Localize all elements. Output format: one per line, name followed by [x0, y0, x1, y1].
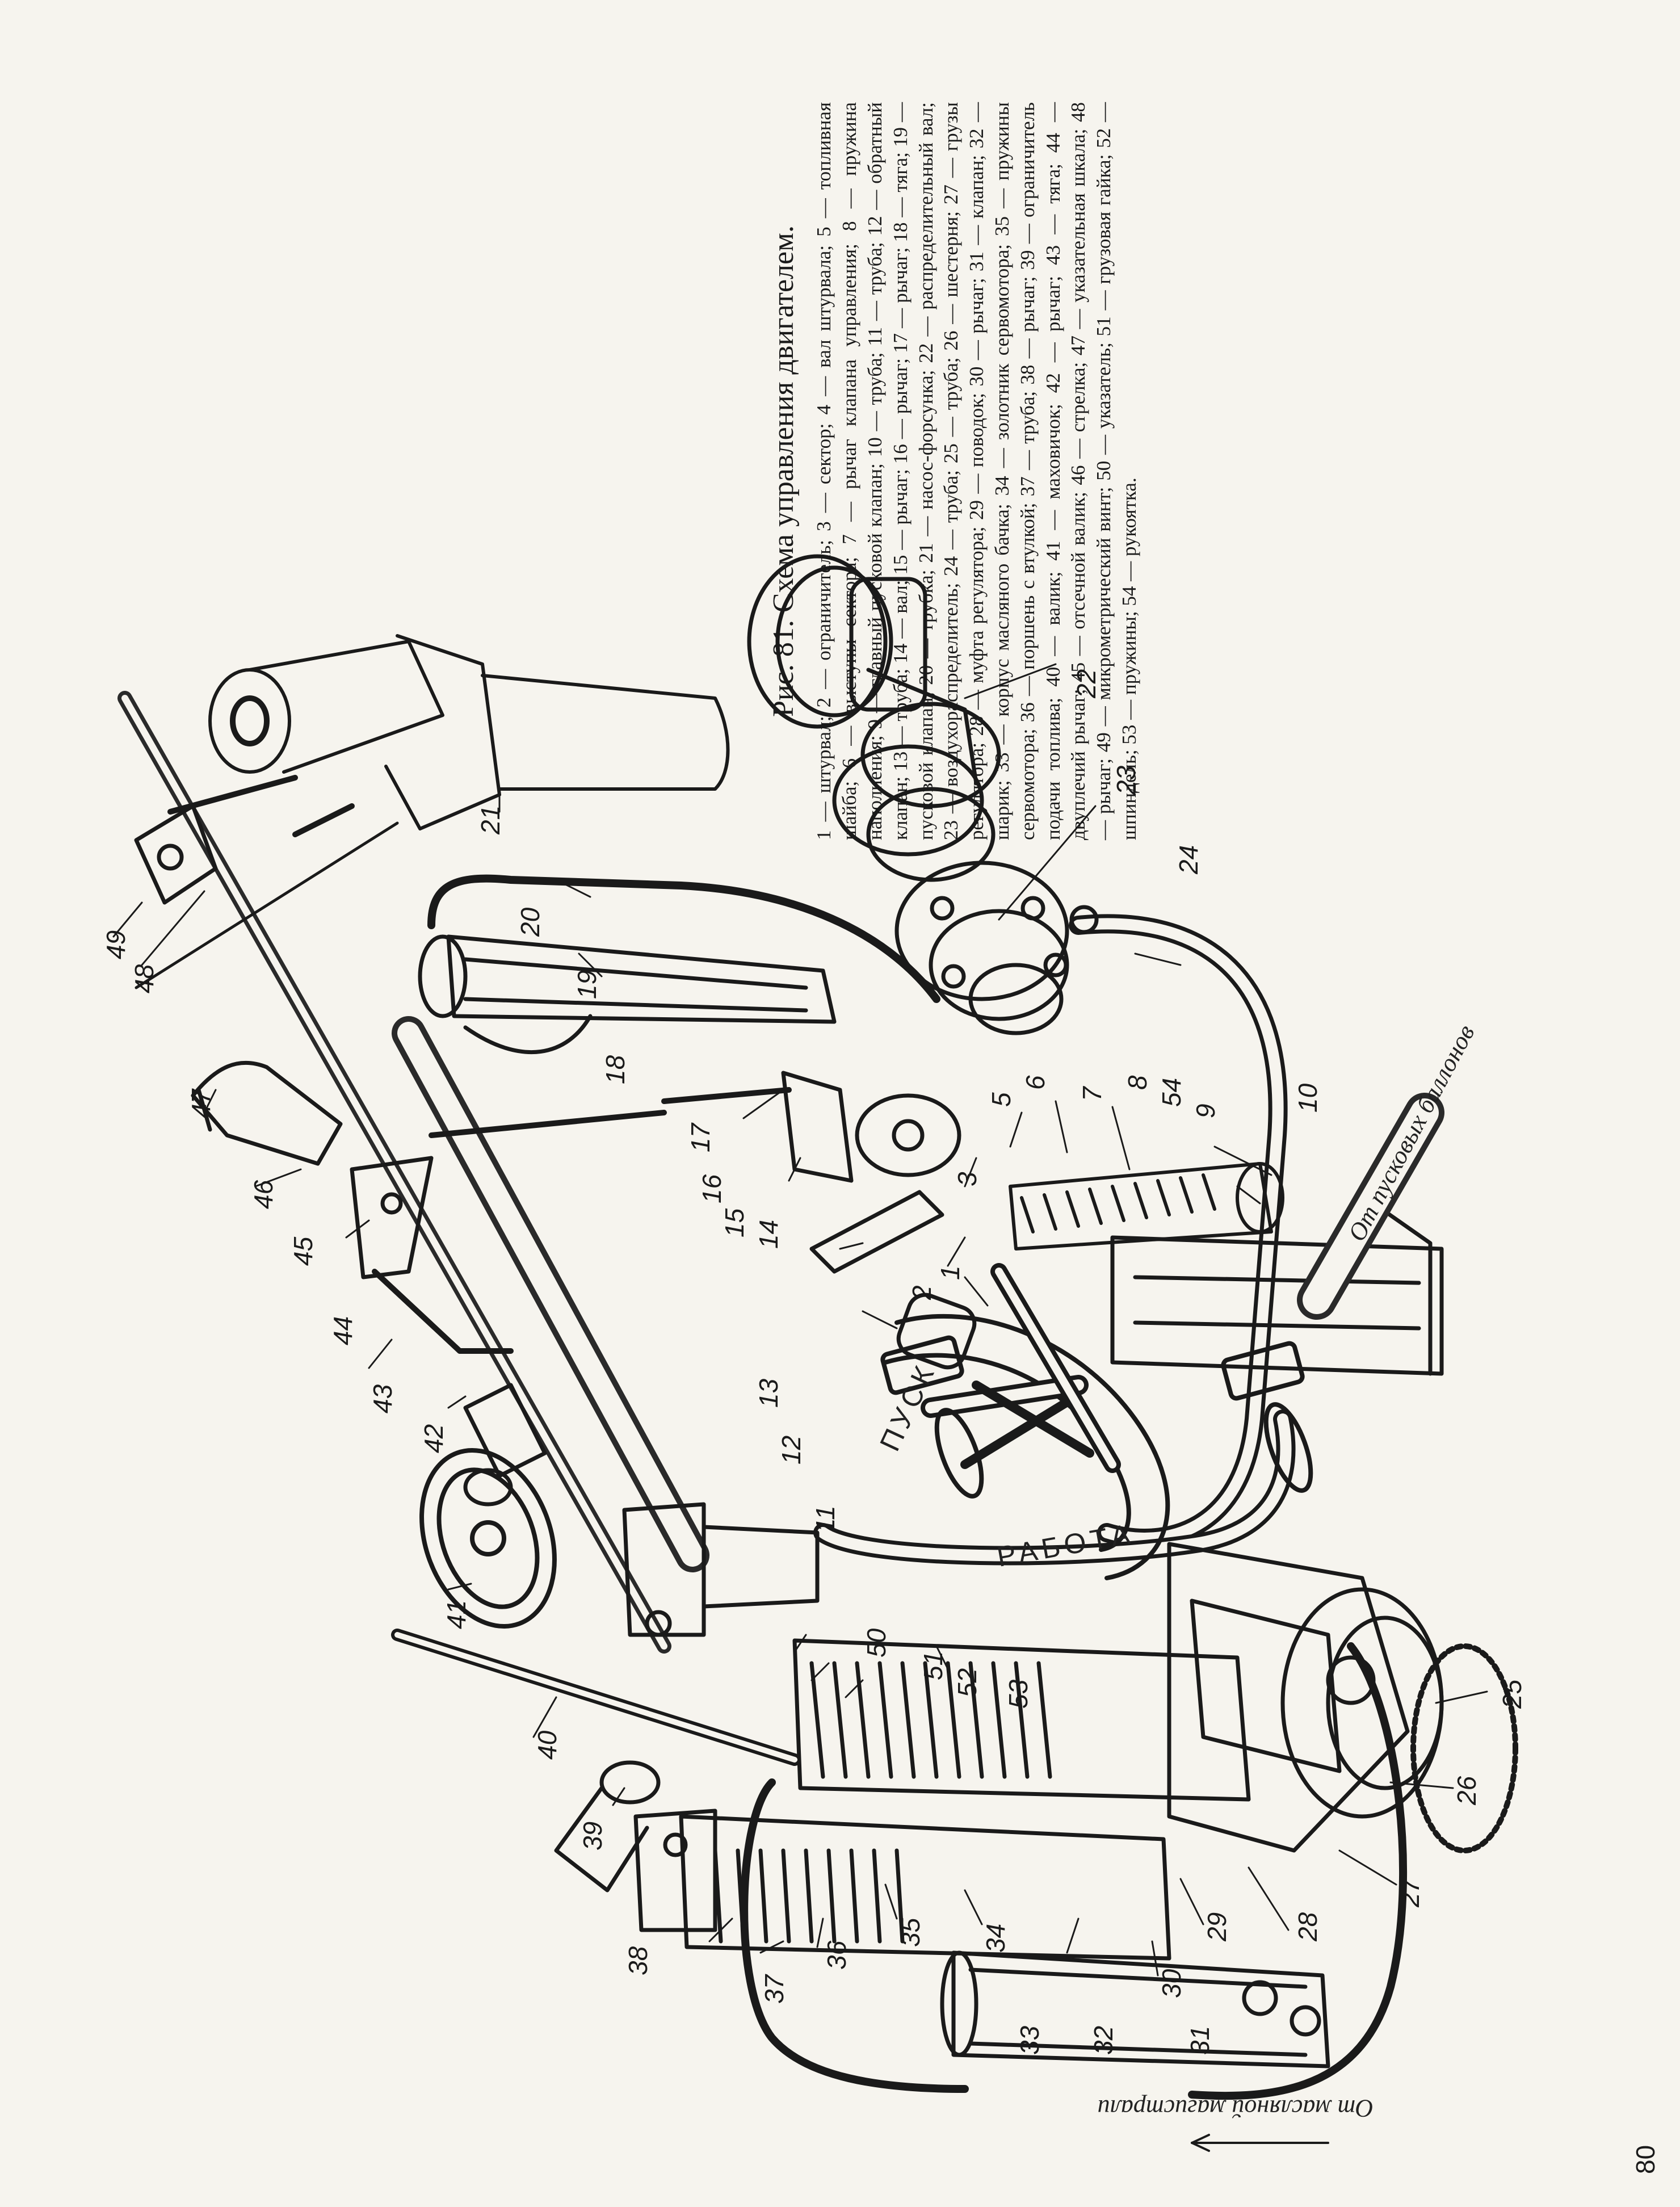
- part-label-20: 20: [515, 907, 545, 937]
- pipe-24: [1069, 914, 1288, 1548]
- part-label-9: 9: [1191, 1104, 1220, 1118]
- part-label-35: 35: [896, 1918, 925, 1947]
- part-label-34: 34: [981, 1924, 1010, 1953]
- handwheel-1: [880, 1263, 1313, 1580]
- check-valve-12: [622, 1502, 820, 1637]
- part-label-17: 17: [686, 1122, 715, 1152]
- part-label-6: 6: [1020, 1075, 1050, 1090]
- part-label-36: 36: [822, 1940, 851, 1970]
- part-label-49: 49: [101, 930, 131, 959]
- gear-26: [1410, 1643, 1518, 1853]
- annotation-from-start-cylinders: От пусковых баллонов: [1343, 1020, 1480, 1245]
- part-label-26: 26: [1452, 1776, 1481, 1806]
- part-label-5: 5: [986, 1092, 1016, 1107]
- pipe-13: [392, 1016, 709, 1572]
- part-label-54: 54: [1157, 1078, 1186, 1107]
- part-label-1: 1: [935, 1265, 965, 1280]
- part-label-41: 41: [442, 1600, 471, 1629]
- part-label-27: 27: [1395, 1877, 1425, 1908]
- fuel-injection-pump-21: [208, 634, 730, 837]
- part-label-10: 10: [1293, 1083, 1322, 1113]
- main-control-shaft: [117, 691, 671, 1654]
- part-label-14: 14: [754, 1220, 783, 1249]
- part-number-labels: 1 2 3 5 6 7 8 54 9 10 11 12 13 14 15 16 …: [101, 669, 1527, 2055]
- part-label-33: 33: [1015, 2025, 1044, 2055]
- part-label-44: 44: [328, 1316, 358, 1345]
- pipe-10: [1297, 1093, 1444, 1320]
- part-label-2: 2: [907, 1285, 936, 1300]
- figure-caption-text: Рис. 81. Схема управления двигателем. 1 …: [766, 102, 1164, 840]
- page-number-text: 80: [1631, 2145, 1660, 2174]
- part-label-37: 37: [759, 1974, 789, 2004]
- part-label-21: 21: [476, 805, 505, 835]
- part-label-15: 15: [720, 1208, 749, 1237]
- pipe-25: [1188, 1642, 1408, 2100]
- starting-valve-19: [418, 934, 837, 1054]
- part-label-51: 51: [918, 1651, 948, 1680]
- filling-spring-8: [1009, 1162, 1284, 1251]
- tube-20: [427, 874, 940, 1003]
- pipe-37: [740, 1778, 969, 2093]
- part-label-39: 39: [578, 1822, 607, 1851]
- part-label-7: 7: [1077, 1086, 1107, 1101]
- part-label-42: 42: [419, 1424, 448, 1453]
- figure-caption: Рис. 81. Схема управления двигателем. 1 …: [761, 85, 1169, 846]
- figure-title: Рис. 81. Схема управления двигателем.: [767, 225, 800, 717]
- small-handwheel-41: [391, 1448, 801, 1766]
- part-label-22: 22: [1072, 669, 1101, 699]
- page-number: 80: [1630, 2140, 1680, 2185]
- leader-lines: [112, 663, 1488, 1977]
- part-label-47: 47: [186, 1088, 216, 1118]
- part-label-50: 50: [862, 1628, 891, 1658]
- air-distributor-23: [894, 861, 1099, 1035]
- part-label-31: 31: [1185, 2026, 1215, 2055]
- part-label-12: 12: [776, 1436, 806, 1465]
- part-label-43: 43: [368, 1384, 397, 1413]
- lever-42: [463, 1383, 547, 1507]
- part-label-16: 16: [697, 1174, 726, 1203]
- lever-48: [135, 821, 399, 989]
- part-label-38: 38: [623, 1946, 653, 1975]
- part-label-29: 29: [1202, 1912, 1232, 1942]
- indicator-scale-47: [191, 1060, 343, 1166]
- part-label-8: 8: [1123, 1075, 1152, 1090]
- part-label-32: 32: [1089, 2026, 1118, 2055]
- fuel-limiter-39: [554, 1760, 661, 1893]
- dial-work-label: РАБОТА: [994, 1517, 1137, 1573]
- annotation-from-oil-main: От масляной магистрали: [1098, 2095, 1374, 2122]
- part-label-18: 18: [600, 1055, 630, 1084]
- part-label-3: 3: [952, 1172, 982, 1186]
- part-label-46: 46: [249, 1180, 278, 1209]
- double-arm-lever-44: [350, 1156, 514, 1354]
- part-label-40: 40: [532, 1730, 562, 1760]
- part-label-30: 30: [1157, 1969, 1186, 1998]
- flow-arrows: [1191, 2134, 1329, 2152]
- part-label-13: 13: [754, 1378, 783, 1408]
- part-label-45: 45: [288, 1236, 318, 1266]
- camshaft-22: [747, 554, 1001, 882]
- figure-legend: 1 — штурвал; 2 — ограничитель; 3 — секто…: [813, 102, 1140, 840]
- part-label-25: 25: [1497, 1679, 1527, 1709]
- governor-servomotor-assembly: [679, 1542, 1444, 1961]
- oil-tank-body-33: [940, 1950, 1330, 2068]
- part-label-24: 24: [1174, 845, 1203, 875]
- part-label-53: 53: [1003, 1679, 1033, 1709]
- part-label-28: 28: [1293, 1912, 1322, 1942]
- micrometer-screw-49: [134, 775, 298, 905]
- part-label-11: 11: [810, 1505, 840, 1533]
- part-label-48: 48: [129, 964, 159, 993]
- part-label-19: 19: [572, 970, 602, 999]
- lever-38: [633, 1809, 717, 1932]
- part-label-23: 23: [1111, 765, 1141, 795]
- part-label-52: 52: [952, 1668, 982, 1697]
